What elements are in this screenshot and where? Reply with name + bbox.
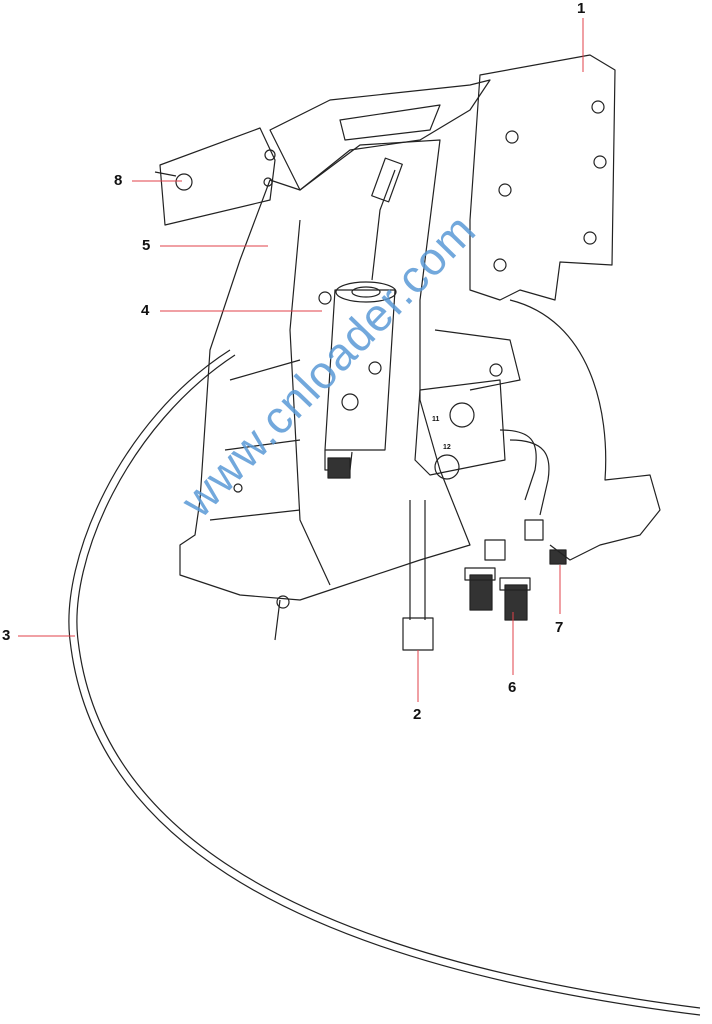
callout-6: 6 — [508, 679, 517, 696]
hose — [499, 429, 537, 501]
valve-block — [414, 379, 506, 476]
callout-1: 1 — [577, 0, 586, 17]
port-12-mark: 12 — [443, 444, 451, 451]
pedal — [509, 299, 661, 561]
callout-4: 4 — [141, 302, 150, 319]
cable-edge — [76, 354, 701, 1009]
pedal-housing — [179, 139, 471, 601]
callout-8: 8 — [114, 172, 123, 189]
cable — [68, 349, 701, 1016]
master-cylinder — [324, 289, 396, 451]
callout-3: 3 — [2, 627, 11, 644]
side-bracket — [159, 127, 276, 226]
push-rod — [409, 500, 426, 620]
leader-lines — [18, 18, 584, 702]
top-frame — [269, 79, 491, 191]
callout-7: 7 — [555, 619, 564, 636]
mounting-plate — [469, 54, 616, 301]
callout-2: 2 — [413, 706, 422, 723]
port-11-mark: 11 — [432, 416, 440, 423]
callout-5: 5 — [142, 237, 151, 254]
